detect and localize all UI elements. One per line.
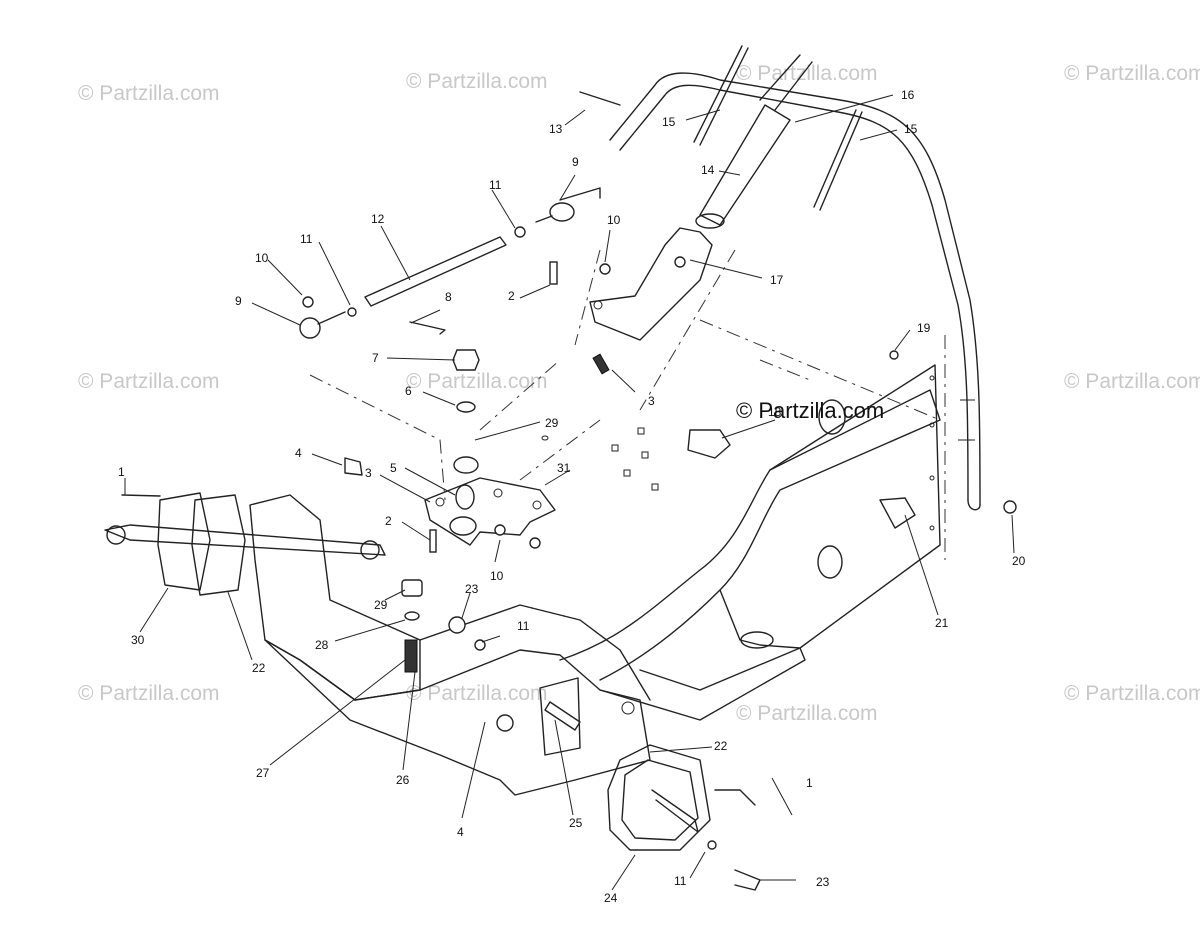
steering-column [695,54,813,229]
pivot-plate [309,349,601,546]
watermark-text: © Partzilla.com [406,370,548,393]
callout-29: 29 [545,416,559,430]
callout-10: 10 [607,213,621,227]
callout-1: 1 [806,776,813,790]
callout-15: 15 [662,115,676,129]
brand-label: © Partzilla.com [736,398,884,423]
callout-9: 9 [235,294,242,308]
callout-6: 6 [405,384,412,398]
callout-22: 22 [714,739,728,753]
watermark-text: © Partzilla.com [1064,62,1200,85]
left-spindle [104,492,386,596]
callout-14: 14 [701,163,715,177]
callout-25: 25 [569,816,583,830]
watermark-text: © Partzilla.com [736,62,878,85]
callout-9: 9 [572,155,579,169]
callout-2: 2 [508,289,515,303]
right-spindle [607,744,761,891]
callout-15: 15 [904,122,918,136]
callout-2: 2 [385,514,392,528]
hardware-items [302,91,1017,850]
callout-11: 11 [489,178,502,192]
watermark-layer: © Partzilla.com © Partzilla.com © Partzill… [78,62,1200,725]
watermark-text: © Partzilla.com [78,682,220,705]
callout-21: 21 [935,616,949,630]
watermark-text: © Partzilla.com [736,702,878,725]
watermark-text: © Partzilla.com [406,70,548,93]
callout-12: 12 [371,212,385,226]
callout-1: 1 [118,465,125,479]
callout-29: 29 [374,598,388,612]
callout-20: 20 [1012,554,1026,568]
watermark-text: © Partzilla.com [78,370,220,393]
callout-5: 5 [390,461,397,475]
column-bracket [574,227,941,421]
callout-19: 19 [917,321,931,335]
callout-26: 26 [396,773,410,787]
watermark-text: © Partzilla.com [406,682,548,705]
callout-4: 4 [457,825,464,839]
callout-17: 17 [770,273,784,287]
callout-8: 8 [445,290,452,304]
callout-11: 11 [674,874,687,888]
callout-7: 7 [372,351,379,365]
watermark-text: © Partzilla.com [78,82,220,105]
callout-10: 10 [255,251,269,265]
callout-10: 10 [490,569,504,583]
callout-31: 31 [557,461,571,475]
tie-rod-assembly [299,187,601,339]
callout-4: 4 [295,446,302,460]
callout-16: 16 [901,88,915,102]
frame-bulkhead [249,364,941,796]
callout-23: 23 [465,582,479,596]
callout-3: 3 [648,394,655,408]
callout-11: 11 [300,232,313,246]
handlebar [609,72,981,560]
callout-27: 27 [256,766,270,780]
callout-leaders [124,94,1015,891]
callout-28: 28 [315,638,329,652]
watermark-text: © Partzilla.com [1064,370,1200,393]
watermark-text: © Partzilla.com [1064,682,1200,705]
callout-13: 13 [549,122,563,136]
handlebar-grips [693,45,863,211]
callout-3: 3 [365,466,372,480]
callout-24: 24 [604,891,618,905]
callout-23: 23 [816,875,830,889]
callout-11: 11 [517,619,530,633]
callout-22: 22 [252,661,266,675]
callout-30: 30 [131,633,145,647]
callout-18: 18 [768,405,782,419]
